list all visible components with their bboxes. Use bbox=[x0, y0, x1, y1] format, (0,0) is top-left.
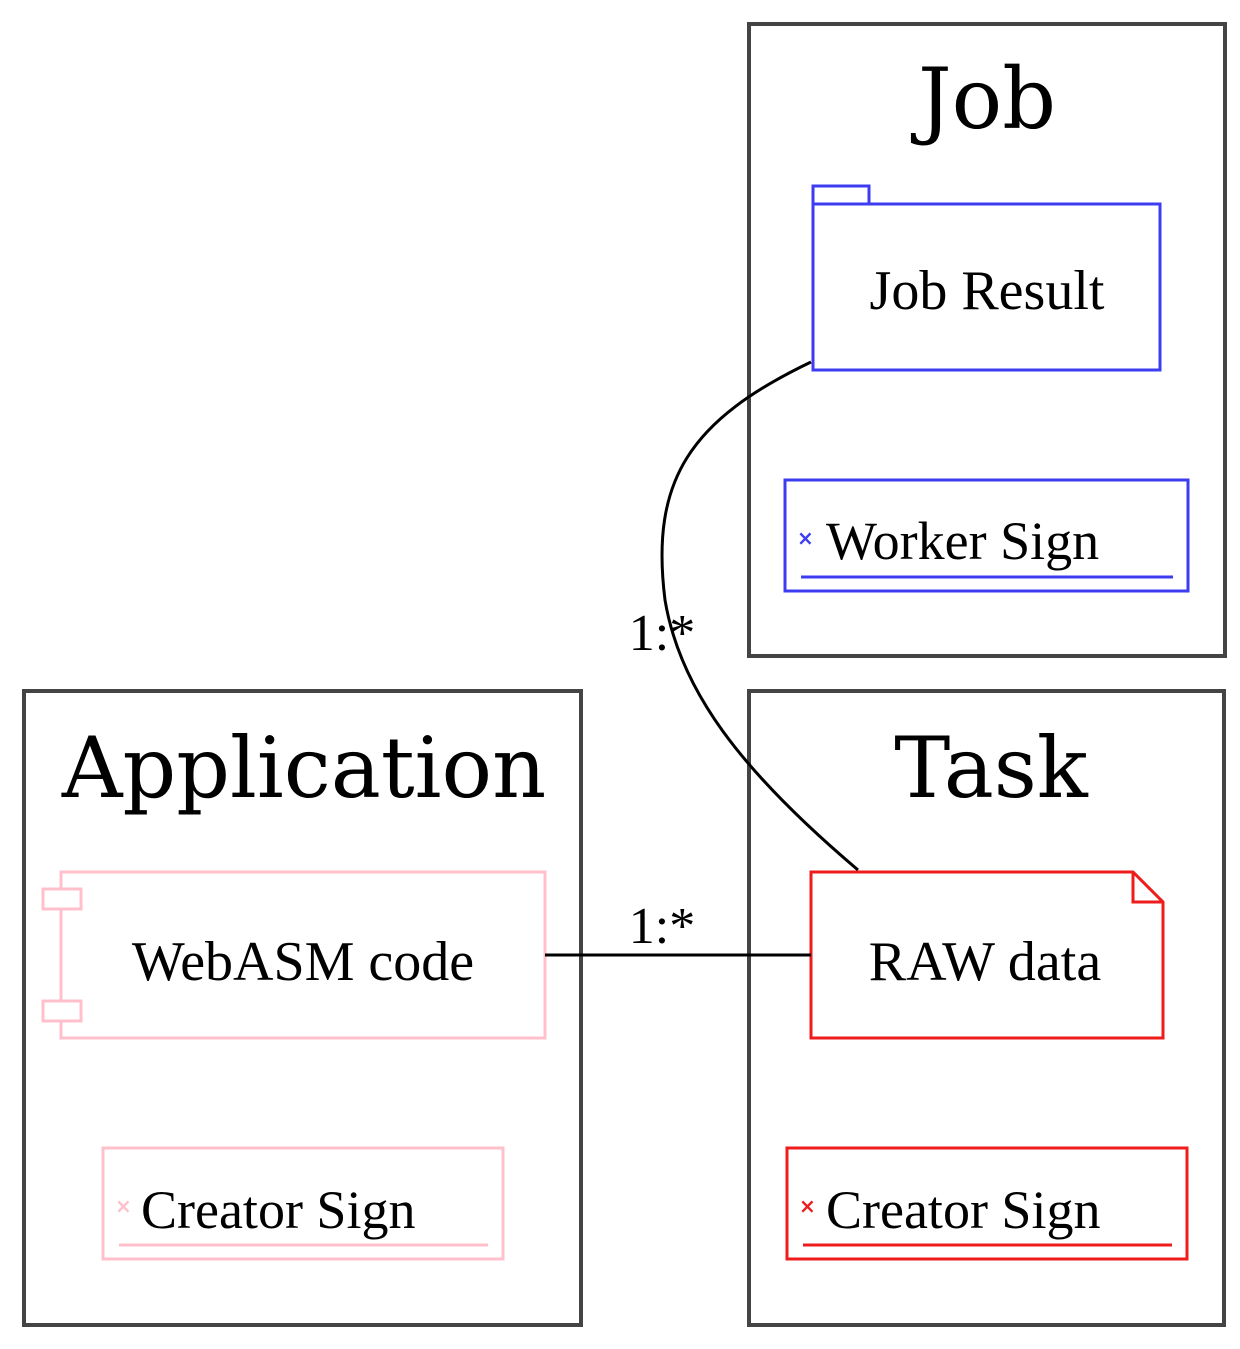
note-body-shape bbox=[809, 870, 1165, 1040]
component-port-bottom-shape bbox=[41, 999, 83, 1023]
app-creator-sign-border bbox=[101, 1146, 505, 1261]
job-container: Job bbox=[747, 22, 1227, 658]
cross-icon: × bbox=[799, 1194, 816, 1218]
cross-icon: × bbox=[115, 1194, 132, 1218]
application-container-title: Application bbox=[61, 719, 546, 817]
edge-webasm-raw-label: 1:* bbox=[629, 898, 695, 955]
worker-sign-border bbox=[783, 478, 1190, 593]
application-container: Application bbox=[22, 689, 583, 1327]
task-container-border bbox=[747, 689, 1226, 1327]
folder-body-shape bbox=[811, 202, 1162, 372]
folder-tab-shape bbox=[811, 184, 871, 204]
application-container-border bbox=[22, 689, 583, 1327]
app-creator-sign-label: Creator Sign bbox=[141, 1180, 415, 1240]
job-container-title: Job bbox=[910, 50, 1056, 148]
raw-data-label: RAW data bbox=[869, 931, 1102, 993]
app-creator-sign-node[interactable]: × Creator Sign bbox=[101, 1146, 505, 1261]
cross-icon: × bbox=[797, 526, 814, 550]
task-container-title: Task bbox=[894, 719, 1089, 817]
task-creator-sign-node[interactable]: × Creator Sign bbox=[785, 1146, 1189, 1261]
note-fold-shape bbox=[1131, 872, 1163, 904]
edge-raw-jobresult: 1:* bbox=[629, 360, 859, 872]
webasm-code-node[interactable]: WebASM code bbox=[41, 870, 547, 1040]
edge-curve bbox=[660, 360, 859, 872]
edge-raw-jobresult-label: 1:* bbox=[629, 605, 695, 662]
task-container: Task bbox=[747, 689, 1226, 1327]
job-result-label: Job Result bbox=[870, 260, 1105, 322]
raw-data-node[interactable]: RAW data bbox=[809, 870, 1165, 1040]
job-container-border bbox=[747, 22, 1227, 658]
worker-sign-label: Worker Sign bbox=[826, 511, 1099, 571]
task-creator-sign-label: Creator Sign bbox=[826, 1180, 1100, 1240]
webasm-code-label: WebASM code bbox=[132, 931, 474, 993]
worker-sign-node[interactable]: × Worker Sign bbox=[783, 478, 1190, 593]
task-creator-sign-border bbox=[785, 1146, 1189, 1261]
edge-webasm-raw: 1:* bbox=[545, 898, 811, 957]
job-result-node[interactable]: Job Result bbox=[811, 184, 1162, 372]
component-port-top-shape bbox=[41, 887, 83, 911]
